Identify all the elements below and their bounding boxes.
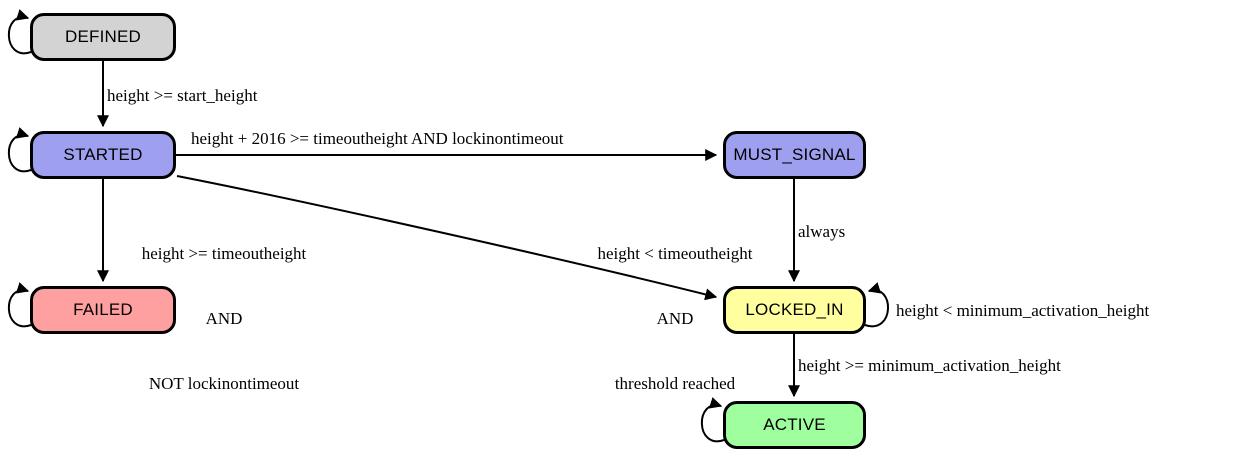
edge-label-started-to-locked-in-line3: threshold reached	[614, 374, 736, 393]
state-label-started: STARTED	[63, 145, 143, 164]
state-node-failed[interactable]: FAILED	[30, 286, 176, 334]
edge-label-defined-to-started: height >= start_height	[107, 86, 258, 105]
edge-failed-self	[7, 282, 32, 328]
edge-label-started-to-locked-in-line1: height < timeoutheight	[597, 243, 753, 263]
edge-started-to-locked-in	[176, 175, 718, 301]
edge-label-started-to-must-signal: height + 2016 >= timeoutheight AND locki…	[191, 129, 564, 148]
state-label-locked-in: LOCKED_IN	[745, 300, 844, 319]
edge-locked-in-self	[864, 282, 889, 328]
state-label-failed: FAILED	[73, 300, 133, 319]
state-node-active[interactable]: ACTIVE	[723, 401, 866, 449]
state-label-active: ACTIVE	[763, 415, 826, 434]
state-node-locked-in[interactable]: LOCKED_IN	[723, 286, 866, 334]
edge-label-started-to-failed-line1: height >= timeoutheight	[141, 243, 307, 263]
edge-label-must-signal-to-locked-in: always	[798, 222, 846, 241]
state-label-defined: DEFINED	[64, 27, 142, 46]
edge-label-locked-in-to-active: height >= minimum_activation_height	[798, 356, 1061, 375]
state-node-must-signal[interactable]: MUST_SIGNAL	[723, 131, 866, 179]
edge-label-started-to-failed: height >= timeoutheight AND NOT lockinon…	[104, 199, 344, 438]
edge-label-started-to-locked-in-line2: AND	[656, 308, 694, 328]
state-node-defined[interactable]: DEFINED	[30, 13, 176, 61]
edge-active-self	[700, 397, 725, 443]
state-node-started[interactable]: STARTED	[30, 131, 176, 179]
edge-defined-self	[7, 9, 32, 55]
edge-started-self	[7, 127, 32, 173]
edge-label-started-to-failed-line2: AND	[205, 308, 243, 328]
edge-label-started-to-locked-in: height < timeoutheight AND threshold rea…	[564, 199, 786, 438]
state-label-must-signal: MUST_SIGNAL	[733, 145, 856, 164]
edge-label-started-to-failed-line3: NOT lockinontimeout	[148, 374, 300, 393]
edge-label-locked-in-self: height < minimum_activation_height	[896, 301, 1150, 320]
